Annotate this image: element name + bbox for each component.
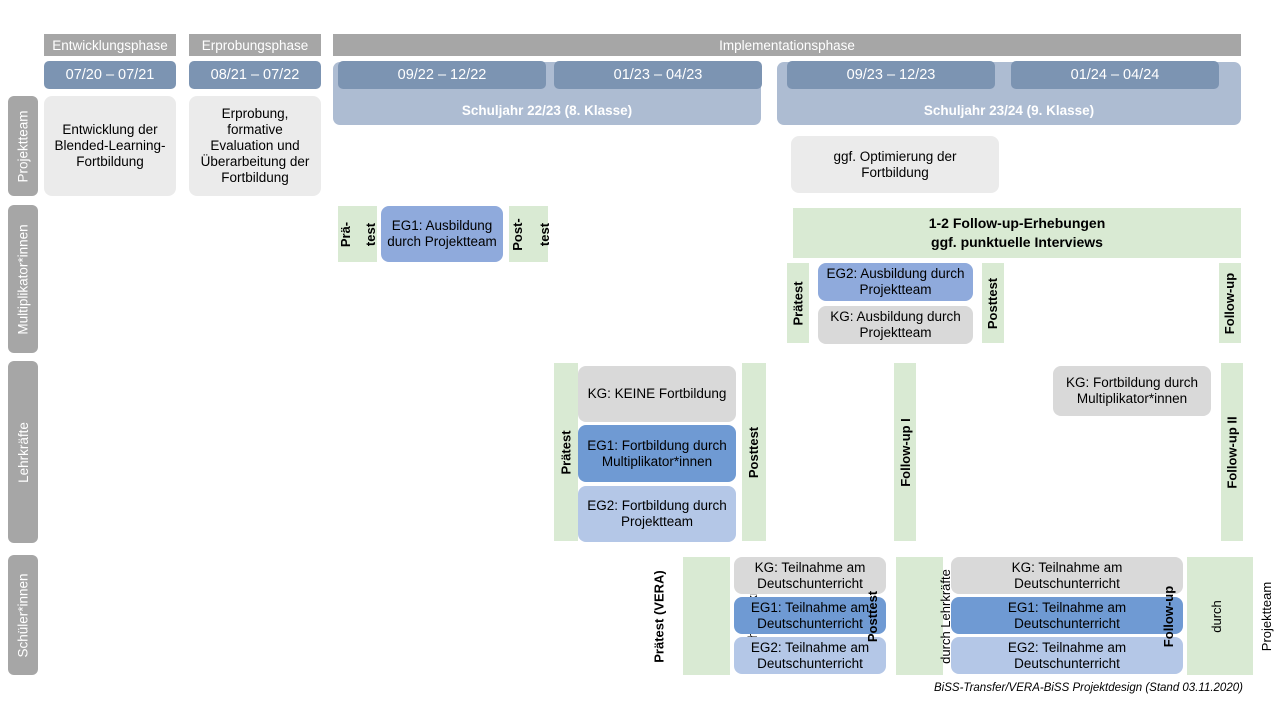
green-bar-praetest-multiplikatoren-right: Prätest <box>787 263 809 343</box>
green-bar-praetest-multiplikatoren-left: Prä- test <box>338 206 378 262</box>
card-text: EG2: Fortbildung durch Projektteam <box>587 498 727 529</box>
posttest-line1: Post- <box>509 217 525 251</box>
banner-line-1: 1-2 Follow-up-Erhebungen <box>928 215 1106 232</box>
period-chip-0124-0424: 01/24 – 04/24 <box>1011 61 1219 89</box>
green-bar-praetest-vera-schueler: Prätest (VERA) durch Lehrkräfte <box>652 557 760 675</box>
card-text: KG: Teilnahme am Deutschunterricht <box>1011 559 1123 591</box>
followup-sublabel-durch: durch <box>1208 599 1224 633</box>
period-chip-0720-0721: 07/20 – 07/21 <box>44 61 176 89</box>
card-eg2-fortbildung-projektteam: EG2: Fortbildung durch Projektteam <box>578 486 736 542</box>
footer-caption: BiSS-Transfer/VERA-BiSS Projektdesign (S… <box>934 682 1243 694</box>
card-text: EG1: Teilnahme am Deutschunterricht <box>750 599 870 631</box>
period-label: 01/23 – 04/23 <box>613 67 703 83</box>
followup-label: Follow-up <box>1222 272 1238 334</box>
card-kg-keine-fortbildung: KG: KEINE Fortbildung <box>578 366 736 422</box>
card-eg2-ausbildung-projektteam: EG2: Ausbildung durch Projektteam <box>818 263 973 301</box>
banner-followup-erhebungen: 1-2 Follow-up-Erhebungen ggf. punktuelle… <box>793 208 1241 258</box>
praetest-label: Prätest <box>790 280 806 326</box>
card-text: EG2: Teilnahme am Deutschunterricht <box>1007 639 1127 671</box>
followup-sublabel-projektteam: Projektteam <box>1259 581 1275 651</box>
phase-bar-entwicklungsphase: Entwicklungsphase <box>44 34 176 56</box>
period-chip-0922-1222: 09/22 – 12/22 <box>338 61 546 89</box>
period-chip-0923-1223: 09/23 – 12/23 <box>787 61 995 89</box>
period-label: 09/22 – 12/22 <box>397 67 487 83</box>
praetest-label: Prätest <box>558 429 574 475</box>
card-text: EG2: Teilnahme am Deutschunterricht <box>750 639 870 671</box>
praetest-line2: test <box>362 222 378 246</box>
posttest-label: Posttest <box>985 277 1001 329</box>
period-label: 09/23 – 12/23 <box>846 67 936 83</box>
green-bar-posttest-schueler: Posttest durch Lehrkräfte <box>865 557 953 675</box>
card-eg1-fortbildung-multiplikatoren: EG1: Fortbildung durch Multiplikator*inn… <box>578 425 736 482</box>
phase-label: Entwicklungsphase <box>52 37 168 53</box>
card-text: KG: KEINE Fortbildung <box>587 386 727 402</box>
sidebar-role-schuelerinnen: Schüler*innen <box>8 555 38 675</box>
sidebar-role-lehrkraefte: Lehrkräfte <box>8 361 38 543</box>
card-text: Entwicklung der Blended-Learning-Fortbil… <box>54 122 166 169</box>
phase-label: Implementationsphase <box>719 37 855 53</box>
card-kg-ausbildung-projektteam: KG: Ausbildung durch Projektteam <box>818 306 973 344</box>
posttest-label: Posttest <box>746 426 762 478</box>
card-text: EG1: Teilnahme am Deutschunterricht <box>1007 599 1127 631</box>
green-bar-posttest-lehrkraefte: Posttest <box>742 363 766 541</box>
schuljahr-label: Schuljahr 22/23 (8. Klasse) <box>461 103 633 118</box>
card-eg1-teilnahme-links: EG1: Teilnahme am Deutschunterricht <box>734 597 886 634</box>
green-bar-posttest-multiplikatoren-left: Post- test <box>509 206 552 262</box>
period-label: 08/21 – 07/22 <box>210 67 300 83</box>
schuljahr-label: Schuljahr 23/24 (9. Klasse) <box>923 103 1095 118</box>
role-label: Lehrkräfte <box>15 421 31 483</box>
green-bar-praetest-lehrkraefte: Prätest <box>554 363 578 541</box>
card-entwicklung-fortbildung: Entwicklung der Blended-Learning-Fortbil… <box>44 96 176 196</box>
role-label: Projektteam <box>15 109 31 183</box>
banner-line-2: ggf. punktuelle Interviews <box>931 234 1103 250</box>
phase-bar-erprobungsphase: Erprobungsphase <box>189 34 321 56</box>
phase-label: Erprobungsphase <box>201 37 309 53</box>
card-eg2-teilnahme-rechts: EG2: Teilnahme am Deutschunterricht <box>951 637 1183 674</box>
green-bar-followup2-lehrkraefte: Follow-up II <box>1221 363 1243 541</box>
green-bar-followup-multiplikatoren: Follow-up <box>1219 263 1241 343</box>
card-text: KG: Fortbildung durch Multiplikator*inne… <box>1065 375 1199 406</box>
card-kg-fortbildung-multiplikatoren: KG: Fortbildung durch Multiplikator*inne… <box>1053 366 1211 416</box>
card-ggf-optimierung: ggf. Optimierung der Fortbildung <box>791 136 999 193</box>
card-eg1-ausbildung-projektteam: EG1: Ausbildung durch Projektteam <box>381 206 503 262</box>
period-label: 07/20 – 07/21 <box>65 67 155 83</box>
posttest-line2: test <box>537 222 553 246</box>
followup-label: Follow-up I <box>897 417 913 487</box>
card-text: EG1: Fortbildung durch Multiplikator*inn… <box>587 437 727 469</box>
role-label: Schüler*innen <box>15 572 31 658</box>
card-text: Erprobung, formative Evaluation und Über… <box>200 106 310 185</box>
sidebar-role-projektteam: Projektteam <box>8 96 38 196</box>
card-text: KG: Teilnahme am Deutschunterricht <box>754 559 866 591</box>
period-chip-0821-0722: 08/21 – 07/22 <box>189 61 321 89</box>
role-label: Multiplikator*innen <box>15 223 31 335</box>
followup-label: Follow-up <box>1161 585 1177 647</box>
green-bar-posttest-multiplikatoren-right: Posttest <box>982 263 1004 343</box>
card-eg2-teilnahme-links: EG2: Teilnahme am Deutschunterricht <box>734 637 886 674</box>
card-text: EG2: Ausbildung durch Projektteam <box>826 266 965 297</box>
phase-bar-implementationsphase: Implementationsphase <box>333 34 1241 56</box>
card-erprobung-evaluation: Erprobung, formative Evaluation und Über… <box>189 96 321 196</box>
period-chip-0123-0423: 01/23 – 04/23 <box>554 61 762 89</box>
period-label: 01/24 – 04/24 <box>1070 67 1160 83</box>
followup-label: Follow-up II <box>1224 415 1240 489</box>
card-kg-teilnahme-rechts: KG: Teilnahme am Deutschunterricht <box>951 557 1183 594</box>
card-eg1-teilnahme-rechts: EG1: Teilnahme am Deutschunterricht <box>951 597 1183 634</box>
green-bar-followup-schueler: Follow-up durch Projektteam <box>1162 557 1274 675</box>
praetest-vera-label: Prätest (VERA) <box>651 569 667 663</box>
posttest-label: Posttest <box>864 590 880 642</box>
green-bar-followup1-lehrkraefte: Follow-up I <box>894 363 916 541</box>
sidebar-role-multiplikatorinnen: Multiplikator*innen <box>8 205 38 353</box>
card-text: KG: Ausbildung durch Projektteam <box>830 309 961 340</box>
card-text: ggf. Optimierung der Fortbildung <box>833 148 957 180</box>
card-text: EG1: Ausbildung durch Projektteam <box>387 218 497 249</box>
card-kg-teilnahme-links: KG: Teilnahme am Deutschunterricht <box>734 557 886 594</box>
praetest-line1: Prä- <box>338 221 354 247</box>
